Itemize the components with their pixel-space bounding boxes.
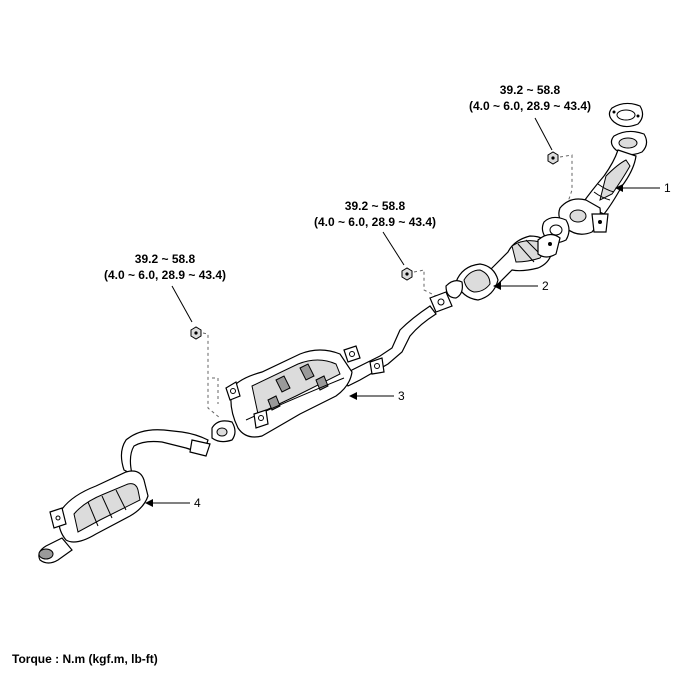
torque-value: 39.2 ~ 58.8: [345, 199, 406, 213]
flange-gasket: [429, 291, 453, 313]
callout-4: 4: [145, 496, 201, 510]
torque-label-catalytic-converter: 39.2 ~ 58.8 (4.0 ~ 6.0, 28.9 ~ 43.4): [314, 199, 436, 229]
callout-number: 2: [542, 279, 549, 293]
torque-label-front-pipe: 39.2 ~ 58.8 (4.0 ~ 6.0, 28.9 ~ 43.4): [469, 83, 591, 113]
torque-alt-units: (4.0 ~ 6.0, 28.9 ~ 43.4): [104, 268, 226, 282]
callout-number: 3: [398, 389, 405, 403]
leader-line: [534, 117, 553, 151]
callout-2: 2: [493, 279, 549, 293]
fastener-guide-line: [212, 377, 219, 404]
callout-3: 3: [349, 389, 405, 403]
leader-line: [382, 231, 405, 266]
torque-alt-units: (4.0 ~ 6.0, 28.9 ~ 43.4): [469, 99, 591, 113]
fastener-guide-line: [413, 269, 437, 297]
leader-line: [171, 285, 193, 323]
callout-number: 4: [194, 496, 201, 510]
torque-label-center-muffler: 39.2 ~ 58.8 (4.0 ~ 6.0, 28.9 ~ 43.4): [104, 252, 226, 282]
fastener-guide-line: [559, 154, 573, 206]
nut-icon: [401, 267, 413, 281]
torque-unit-note: Torque : N.m (kgf.m, lb-ft): [12, 652, 158, 666]
fastener-guide-line: [202, 332, 221, 419]
rear-muffler: [38, 429, 211, 564]
nut-icon: [547, 151, 559, 165]
callout-number: 1: [664, 181, 671, 195]
center-muffler-assembly: [211, 305, 437, 443]
torque-alt-units: (4.0 ~ 6.0, 28.9 ~ 43.4): [314, 215, 436, 229]
front-exhaust-pipe: [558, 102, 648, 235]
callout-1: 1: [615, 181, 671, 195]
nut-icon: [190, 326, 202, 340]
torque-value: 39.2 ~ 58.8: [500, 83, 561, 97]
catalytic-converter: [445, 233, 561, 301]
torque-value: 39.2 ~ 58.8: [135, 252, 196, 266]
